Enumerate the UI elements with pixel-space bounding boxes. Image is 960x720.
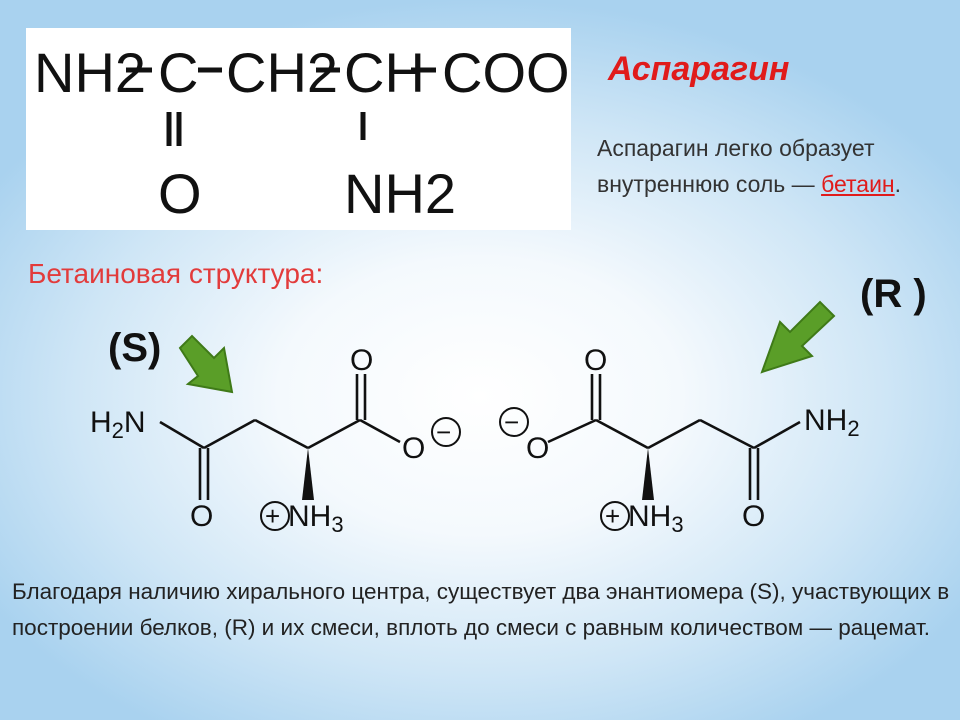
- s-enantiomer-label: (S): [108, 326, 162, 370]
- formula-o: O: [158, 162, 202, 225]
- r-minus-charge: −: [504, 407, 519, 437]
- r-o-bottom: O: [742, 500, 765, 533]
- formula-c: C: [158, 41, 198, 104]
- r-enantiomer-label: (R ): [860, 272, 927, 316]
- betaine-link[interactable]: бетаин: [821, 171, 895, 197]
- description-end: .: [894, 171, 902, 197]
- s-plus-charge: +: [265, 501, 280, 531]
- r-o-top: O: [584, 344, 607, 377]
- structural-formula: NH2 C CH2 CH COOH O NH2: [26, 28, 571, 230]
- description-text: Аспарагин легко образует внутреннюю соль…: [597, 135, 875, 197]
- formula-nh2-bottom: NH2: [344, 162, 456, 225]
- s-minus-charge: −: [436, 417, 451, 447]
- r-plus-charge: +: [605, 501, 620, 531]
- formula-bonds: [126, 67, 436, 146]
- betaine-structure-heading: Бетаиновая структура:: [28, 258, 324, 289]
- r-nh2-group: NH2: [804, 404, 860, 441]
- s-o-bottom: O: [190, 500, 213, 533]
- page-title: Аспарагин: [608, 50, 790, 88]
- s-o-minus: O: [402, 432, 425, 465]
- s-arrow-icon: [178, 334, 234, 394]
- description: Аспарагин легко образует внутреннюю соль…: [597, 130, 927, 202]
- s-h2n-group: H2N: [90, 406, 146, 443]
- s-o-top: O: [350, 344, 373, 377]
- chirality-explanation: Благодаря наличию хирального центра, сущ…: [12, 579, 950, 640]
- r-molecule: O O NH2 O NH3 − +: [499, 344, 860, 537]
- betaine-molecules: H2N O O O NH3 − + O O NH2 O NH: [90, 344, 860, 537]
- r-o-minus: O: [526, 432, 549, 465]
- r-arrow-icon: [760, 300, 836, 374]
- s-molecule: H2N O O O NH3 − +: [90, 344, 461, 537]
- formula-cooh: COOH: [442, 41, 571, 104]
- formula-svg: NH2 C CH2 CH COOH O NH2: [34, 41, 571, 225]
- r-nh3-group: NH3: [628, 500, 684, 537]
- s-nh3-group: NH3: [288, 500, 344, 537]
